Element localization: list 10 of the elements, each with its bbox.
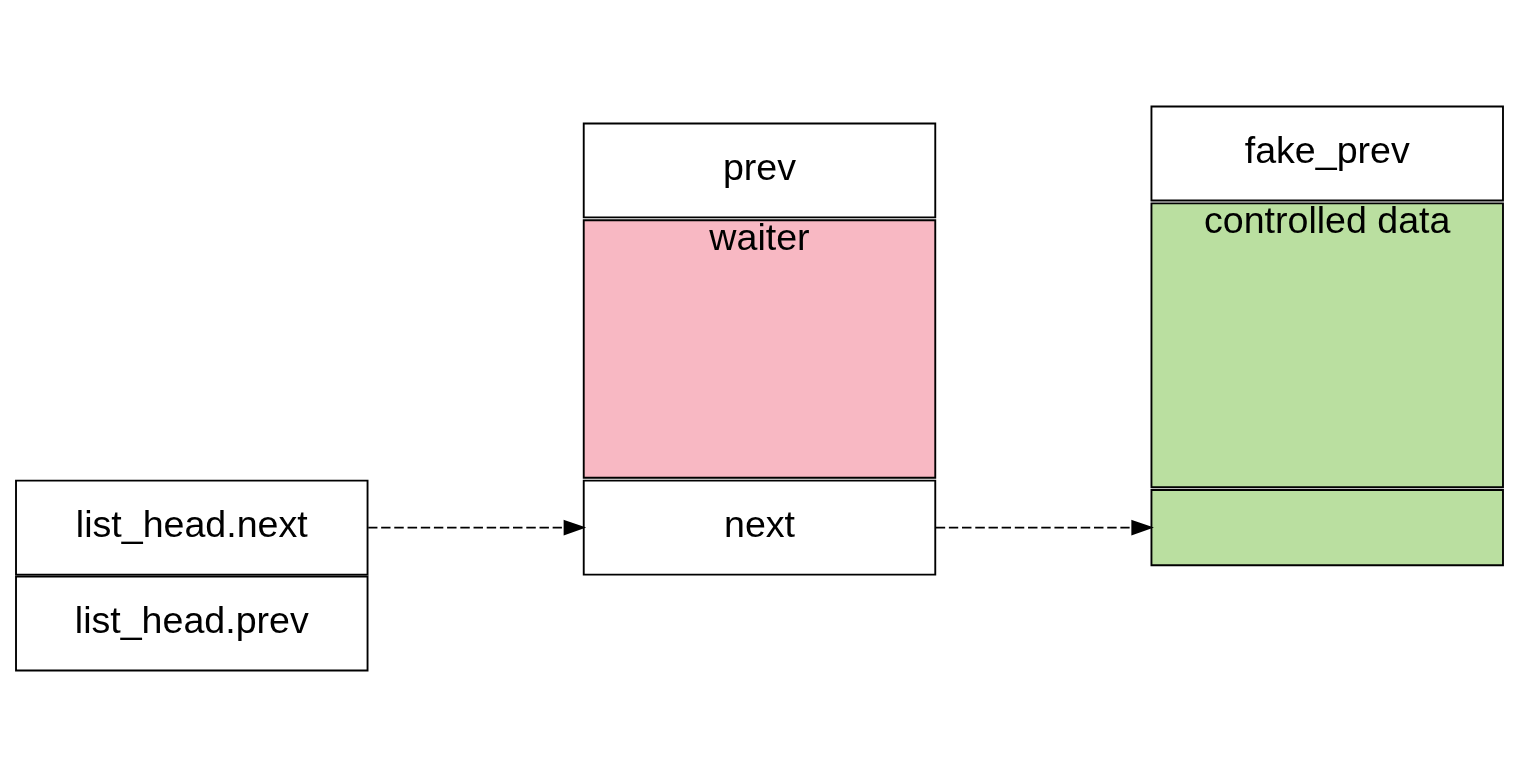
node-box: controlled data xyxy=(1150,201,1504,488)
node-box xyxy=(1150,488,1504,566)
node-box: prev xyxy=(582,122,937,218)
node-box: list_head.next xyxy=(15,479,369,576)
node-box: fake_prev xyxy=(1150,105,1504,201)
node-box: list_head.prev xyxy=(15,575,369,671)
arrow xyxy=(367,519,587,535)
arrow xyxy=(935,519,1154,535)
node-box: waiter xyxy=(582,218,937,479)
node-box: next xyxy=(582,479,937,576)
